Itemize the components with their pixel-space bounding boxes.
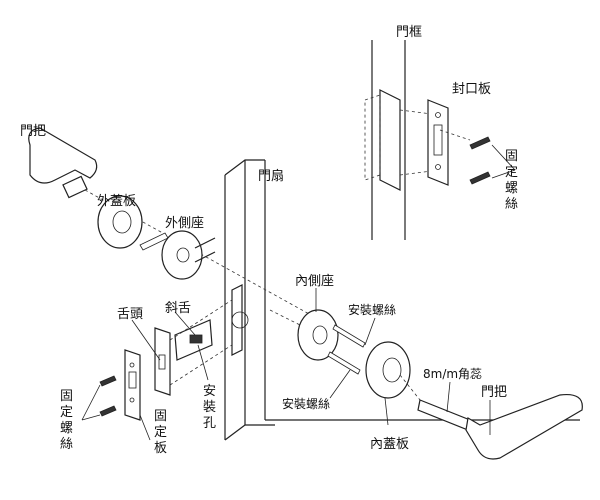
outer-base xyxy=(139,230,216,280)
svg-text:螺: 螺 xyxy=(60,421,73,436)
leader xyxy=(174,311,196,336)
face-plate xyxy=(124,349,141,421)
strike-plate xyxy=(427,99,449,186)
label-inner-handle: 門把 xyxy=(481,385,507,400)
frame-screws xyxy=(439,129,516,185)
label-frame-screws: 固 定 螺 絲 xyxy=(505,149,518,212)
svg-text:板: 板 xyxy=(154,441,167,456)
svg-text:定: 定 xyxy=(505,165,518,180)
spindle-and-inner-handle xyxy=(417,381,583,460)
svg-text:絲: 絲 xyxy=(505,197,518,212)
inner-base xyxy=(269,288,339,361)
label-strike-plate: 封口板 xyxy=(452,82,491,97)
label-door-leaf: 門扇 xyxy=(258,168,284,184)
door-leaf xyxy=(224,159,580,441)
svg-text:固: 固 xyxy=(60,389,73,404)
leader xyxy=(197,344,209,381)
svg-text:孔: 孔 xyxy=(203,416,216,431)
plate-screws xyxy=(81,375,117,421)
svg-text:裝: 裝 xyxy=(203,400,216,415)
leader xyxy=(139,414,151,441)
label-latch-bevel: 斜舌 xyxy=(165,301,191,316)
label-face-plate: 固 定 板 xyxy=(154,409,167,456)
outer-cover xyxy=(97,195,143,249)
leader xyxy=(131,319,161,361)
latch xyxy=(154,299,233,396)
label-spindle: 8m/m角蕊 xyxy=(423,367,482,381)
svg-text:定: 定 xyxy=(154,425,167,440)
svg-text:絲: 絲 xyxy=(60,437,73,452)
label-inner-base: 內側座 xyxy=(295,274,334,289)
label-mount-screw-top: 安裝螺絲 xyxy=(348,302,396,317)
mount-screws xyxy=(327,317,376,399)
svg-text:螺: 螺 xyxy=(505,181,518,196)
label-inner-cover: 內蓋板 xyxy=(370,437,409,452)
svg-text:固: 固 xyxy=(154,409,167,424)
label-mount-screw-bottom: 安裝螺絲 xyxy=(282,396,330,411)
label-door-frame: 門框 xyxy=(396,25,422,40)
label-outer-handle: 門把 xyxy=(20,124,46,139)
svg-text:固: 固 xyxy=(505,149,518,164)
svg-text:定: 定 xyxy=(60,405,73,420)
label-latch-tongue: 舌頭 xyxy=(117,307,143,322)
svg-text:安: 安 xyxy=(203,384,216,399)
label-outer-base: 外側座 xyxy=(165,216,204,231)
door-frame xyxy=(364,40,441,240)
label-plate-screws: 固 定 螺 絲 xyxy=(60,389,73,452)
label-outer-cover: 外蓋板 xyxy=(97,194,136,209)
label-mount-holes: 安 裝 孔 xyxy=(203,384,216,431)
inner-cover xyxy=(365,341,421,426)
